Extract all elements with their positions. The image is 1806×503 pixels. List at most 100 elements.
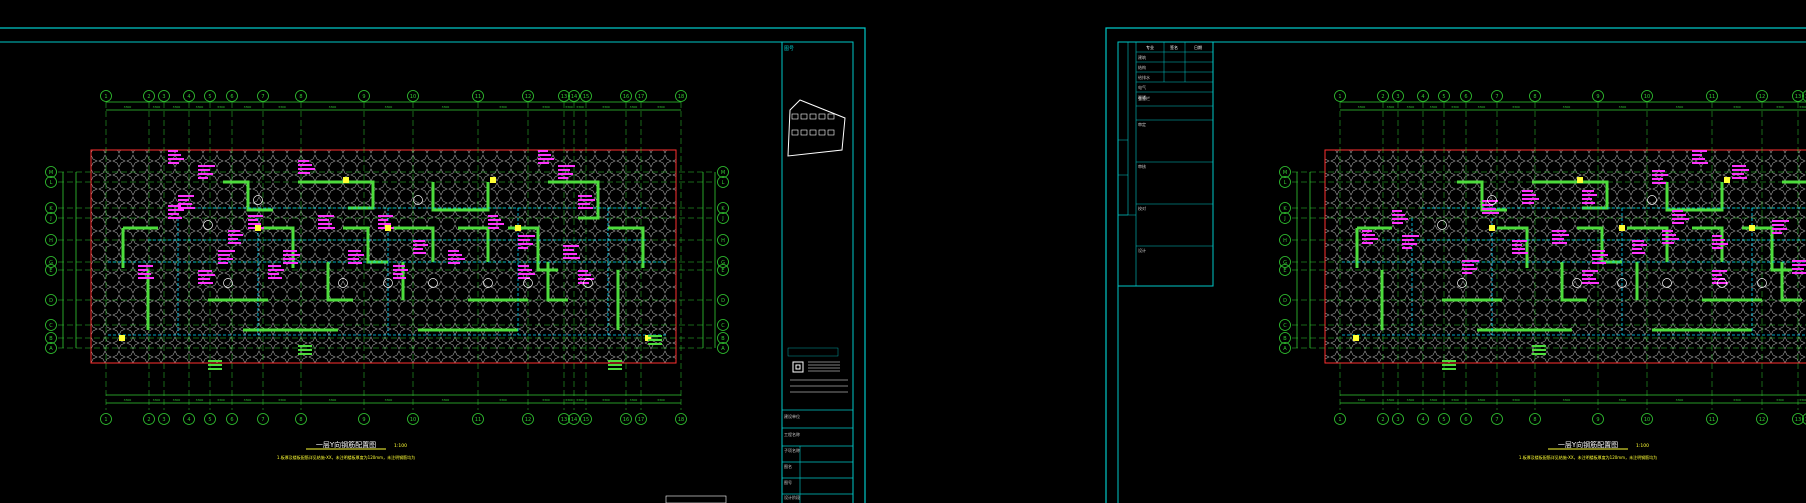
axis-label: 14 xyxy=(571,417,577,423)
dimension-text: 3300 xyxy=(153,105,161,109)
axis-bubble xyxy=(1438,413,1450,425)
rebar-annotation-mark xyxy=(1652,170,1665,172)
axis-bubble xyxy=(1491,90,1503,102)
signature-row-text: 建筑 xyxy=(1138,54,1146,60)
axis-label: 8 xyxy=(299,417,302,423)
axis-bubble xyxy=(45,264,57,276)
axis-label: E xyxy=(721,268,724,274)
axis-label: 7 xyxy=(1495,417,1498,423)
rebar-annotation-mark xyxy=(578,207,593,209)
rebar-annotation-mark xyxy=(138,265,153,267)
wall-segment xyxy=(1692,226,1724,262)
axis-label: 6 xyxy=(1464,417,1467,423)
axis-label: G xyxy=(49,260,53,266)
dimension-text: 3300 xyxy=(1563,398,1571,402)
axis-label: 15 xyxy=(583,417,589,423)
rebar-annotation-mark xyxy=(393,269,408,271)
axis-bubble xyxy=(1279,319,1291,331)
wall-segment xyxy=(326,262,353,302)
rebar-annotation-mark xyxy=(488,227,499,229)
axis-label: C xyxy=(1283,323,1287,329)
axis-label: J xyxy=(721,216,723,222)
dimension-text: 3300 xyxy=(1776,398,1784,402)
axis-bubble xyxy=(143,90,155,102)
dimension-text: 3300 xyxy=(1619,105,1627,109)
stamp-text: 审核 xyxy=(1138,163,1146,169)
rebar-annotation-mark xyxy=(1632,248,1642,250)
rebar-annotation-mark xyxy=(283,262,298,264)
stair-rebar-mark xyxy=(648,335,662,337)
axis-label: K xyxy=(49,206,53,212)
rebar-annotation-mark xyxy=(1712,239,1725,241)
axis-bubble xyxy=(580,413,592,425)
rebar-annotation-mark xyxy=(1462,268,1477,270)
rebar-annotation-mark xyxy=(1662,230,1673,232)
key-plan-block xyxy=(800,129,808,136)
floor-plan-left: 1133003300223300330033330033004433003300… xyxy=(45,90,729,425)
axis-bubble xyxy=(257,90,269,102)
axis-label: 13 xyxy=(1795,417,1801,423)
axis-bubble xyxy=(204,413,216,425)
rebar-annotation-mark xyxy=(268,265,281,267)
rebar-annotation-mark xyxy=(1692,158,1705,160)
axis-label: 5 xyxy=(208,94,211,100)
axis-bubble xyxy=(472,90,484,102)
axis-bubble xyxy=(1802,413,1806,425)
axis-bubble xyxy=(1392,90,1404,102)
rebar-annotation-mark xyxy=(268,277,282,279)
rebar-annotation-mark xyxy=(218,254,230,256)
room-tag-circle xyxy=(1572,278,1582,288)
stair-rebar-mark xyxy=(1442,368,1456,370)
rebar-annotation-mark xyxy=(1692,154,1702,156)
dimension-text: 3300 xyxy=(565,105,573,109)
rebar-annotation-mark xyxy=(248,223,261,225)
rebar-annotation-mark xyxy=(1402,243,1417,245)
rebar-annotation-mark xyxy=(298,172,310,174)
rebar-annotation-mark xyxy=(1792,272,1806,274)
axis-label: 9 xyxy=(1596,417,1599,423)
dimension-text: 3300 xyxy=(1619,398,1627,402)
room-tag-circle xyxy=(413,195,423,205)
rebar-annotation-mark xyxy=(318,219,329,221)
wall-segment xyxy=(1380,270,1384,330)
dimension-text: 3300 xyxy=(124,398,132,402)
key-plan-block xyxy=(818,129,826,136)
wall-segment xyxy=(393,226,435,262)
rebar-annotation-mark xyxy=(178,199,189,201)
wall-segment xyxy=(548,180,600,220)
stamp-text: 会签栏 xyxy=(1138,95,1150,101)
dimension-text: 3300 xyxy=(602,398,610,402)
key-plan-block xyxy=(800,113,808,120)
rebar-annotation-mark xyxy=(578,274,591,276)
rebar-annotation-mark xyxy=(1512,240,1527,242)
rebar-annotation-mark xyxy=(348,250,361,252)
axis-bubble xyxy=(1279,176,1291,188)
rebar-annotation-mark xyxy=(558,173,573,175)
axis-label: 2 xyxy=(147,417,150,423)
axis-label: 6 xyxy=(230,417,233,423)
rebar-annotation-mark xyxy=(168,154,181,156)
rebar-annotation-mark xyxy=(268,269,284,271)
axis-bubble xyxy=(717,342,729,354)
rebar-annotation-mark xyxy=(1392,222,1403,224)
axis-label: 6 xyxy=(1464,94,1467,100)
dimension-text: 3300 xyxy=(499,105,507,109)
slab-hatch-area xyxy=(1324,149,1806,364)
firm-logo-icon xyxy=(792,361,804,373)
axis-label: E xyxy=(49,268,52,274)
axis-bubble xyxy=(45,234,57,246)
axis-label: 4 xyxy=(187,417,190,423)
rebar-annotation-mark xyxy=(1772,232,1782,234)
axis-label: H xyxy=(721,238,725,244)
rebar-annotation-mark xyxy=(198,177,208,179)
signature-row-text: 暖通 xyxy=(1138,94,1146,100)
rebar-annotation-mark xyxy=(283,254,300,256)
rebar-annotation-mark xyxy=(178,207,195,209)
axis-label: H xyxy=(49,238,53,244)
title-block-header: 图号 xyxy=(784,46,794,52)
rebar-annotation-mark xyxy=(198,270,212,272)
column-marker xyxy=(255,225,261,231)
axis-bubble xyxy=(183,413,195,425)
